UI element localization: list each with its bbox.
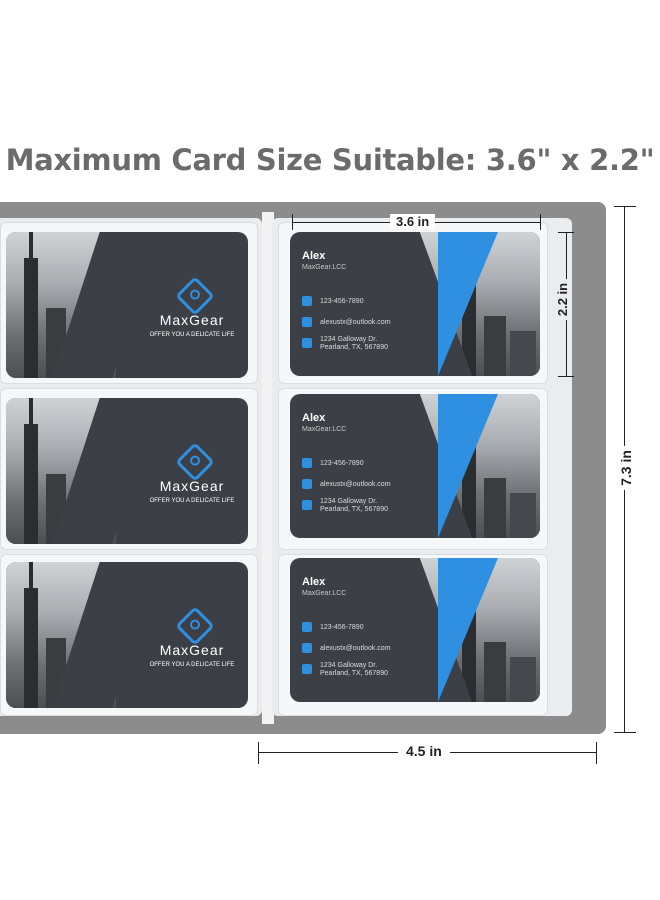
phone-icon: [302, 296, 312, 306]
contact-phone: 123-456-7890: [320, 298, 364, 305]
dimension-tick: [292, 214, 293, 230]
album-height-label: 7.3 in: [617, 446, 634, 490]
location-icon: [302, 338, 312, 348]
business-card-front: MaxGear OFFER YOU A DELICATE LIFE: [6, 398, 248, 544]
contact-address-line1: 1234 Galloway Dr.: [320, 336, 378, 343]
brand-tagline: OFFER YOU A DELICATE LIFE: [149, 662, 235, 668]
dimension-tick: [540, 214, 541, 230]
contact-company: MaxGear.LCC: [302, 264, 347, 271]
contact-address-line2: Pearland, TX, 567890: [320, 670, 388, 677]
contact-address-line2: Pearland, TX, 567890: [320, 506, 388, 513]
brand-name: MaxGear: [159, 642, 225, 658]
contact-name: Alex: [302, 576, 326, 588]
album-width-label: 4.5 in: [398, 743, 450, 759]
contact-email: alexustx@outlook.com: [320, 481, 391, 488]
dimension-tick: [558, 232, 574, 233]
email-icon: [302, 317, 312, 327]
location-icon: [302, 664, 312, 674]
contact-name: Alex: [302, 412, 326, 424]
contact-name: Alex: [302, 250, 326, 262]
contact-phone: 123-456-7890: [320, 460, 364, 467]
business-card-back: Alex MaxGear.LCC 123-456-7890 alexustx@o…: [290, 394, 540, 538]
business-card-front: MaxGear OFFER YOU A DELICATE LIFE: [6, 562, 248, 708]
business-card-back: Alex MaxGear.LCC 123-456-7890 alexustx@o…: [290, 232, 540, 376]
email-icon: [302, 479, 312, 489]
contact-address-line2: Pearland, TX, 567890: [320, 344, 388, 351]
contact-email: alexustx@outlook.com: [320, 645, 391, 652]
business-card-front: MaxGear OFFER YOU A DELICATE LIFE: [6, 232, 248, 378]
card-height-label: 2.2 in: [555, 278, 571, 321]
contact-address-line1: 1234 Galloway Dr.: [320, 662, 378, 669]
business-card-back: Alex MaxGear.LCC 123-456-7890 alexustx@o…: [290, 558, 540, 702]
card-width-label: 3.6 in: [390, 214, 436, 229]
dimension-tick: [258, 742, 259, 764]
brand-name: MaxGear: [159, 478, 225, 494]
phone-icon: [302, 458, 312, 468]
contact-company: MaxGear.LCC: [302, 590, 347, 597]
logo-hexagon-icon: [175, 442, 215, 482]
album-spine: [262, 212, 274, 724]
contact-email: alexustx@outlook.com: [320, 319, 391, 326]
contact-company: MaxGear.LCC: [302, 426, 347, 433]
contact-phone: 123-456-7890: [320, 624, 364, 631]
location-icon: [302, 500, 312, 510]
headline: Maximum Card Size Suitable: 3.6" x 2.2": [5, 143, 655, 177]
logo-hexagon-icon: [175, 276, 215, 316]
phone-icon: [302, 622, 312, 632]
brand-name: MaxGear: [159, 312, 225, 328]
logo-hexagon-icon: [175, 606, 215, 646]
brand-tagline: OFFER YOU A DELICATE LIFE: [149, 332, 235, 338]
email-icon: [302, 643, 312, 653]
contact-address-line1: 1234 Galloway Dr.: [320, 498, 378, 505]
brand-tagline: OFFER YOU A DELICATE LIFE: [149, 498, 235, 504]
dimension-tick: [558, 376, 574, 377]
dimension-tick: [614, 732, 636, 733]
dimension-tick: [596, 742, 597, 764]
dimension-tick: [614, 206, 636, 207]
